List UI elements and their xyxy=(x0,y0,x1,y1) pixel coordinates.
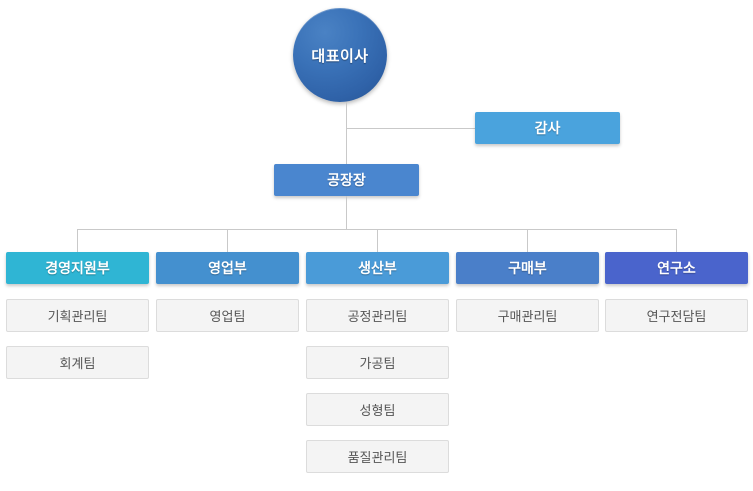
connector-drop-production xyxy=(377,229,378,252)
team-box[interactable]: 기획관리팀 xyxy=(6,299,149,332)
connector-drop-research xyxy=(676,229,677,252)
node-plant-manager[interactable]: 공장장 xyxy=(274,164,419,196)
team-box[interactable]: 연구전담팀 xyxy=(605,299,748,332)
node-audit-label: 감사 xyxy=(534,120,561,136)
connector-plant-vertical xyxy=(346,196,347,229)
team-label: 기획관리팀 xyxy=(47,309,108,324)
department-label: 경영지원부 xyxy=(45,260,110,276)
connector-department-bar xyxy=(77,229,676,230)
department-header-production[interactable]: 생산부 xyxy=(306,252,449,284)
team-label: 영업팀 xyxy=(209,309,246,324)
connector-drop-sales xyxy=(227,229,228,252)
team-label: 연구전담팀 xyxy=(646,309,707,324)
department-header-purchasing[interactable]: 구매부 xyxy=(456,252,599,284)
connector-ceo-vertical xyxy=(346,102,347,164)
team-box[interactable]: 구매관리팀 xyxy=(456,299,599,332)
team-box[interactable]: 품질관리팀 xyxy=(306,440,449,473)
team-label: 회계팀 xyxy=(59,356,96,371)
team-label: 성형팀 xyxy=(359,403,396,418)
team-box[interactable]: 회계팀 xyxy=(6,346,149,379)
team-box[interactable]: 성형팀 xyxy=(306,393,449,426)
team-box[interactable]: 가공팀 xyxy=(306,346,449,379)
connector-ceo-to-audit xyxy=(346,128,475,129)
department-header-sales[interactable]: 영업부 xyxy=(156,252,299,284)
node-plant-manager-label: 공장장 xyxy=(327,172,366,188)
connector-drop-management-support xyxy=(77,229,78,252)
team-label: 가공팀 xyxy=(359,356,396,371)
team-label: 구매관리팀 xyxy=(497,309,558,324)
team-box[interactable]: 공정관리팀 xyxy=(306,299,449,332)
node-audit[interactable]: 감사 xyxy=(475,112,620,144)
team-label: 품질관리팀 xyxy=(347,450,408,465)
team-label: 공정관리팀 xyxy=(347,309,408,324)
department-header-management-support[interactable]: 경영지원부 xyxy=(6,252,149,284)
team-box[interactable]: 영업팀 xyxy=(156,299,299,332)
department-label: 연구소 xyxy=(657,260,696,276)
connector-drop-purchasing xyxy=(527,229,528,252)
department-header-research[interactable]: 연구소 xyxy=(605,252,748,284)
department-label: 생산부 xyxy=(358,260,397,276)
node-ceo[interactable]: 대표이사 xyxy=(293,8,387,102)
department-label: 영업부 xyxy=(208,260,247,276)
department-label: 구매부 xyxy=(508,260,547,276)
node-ceo-label: 대표이사 xyxy=(311,47,369,65)
